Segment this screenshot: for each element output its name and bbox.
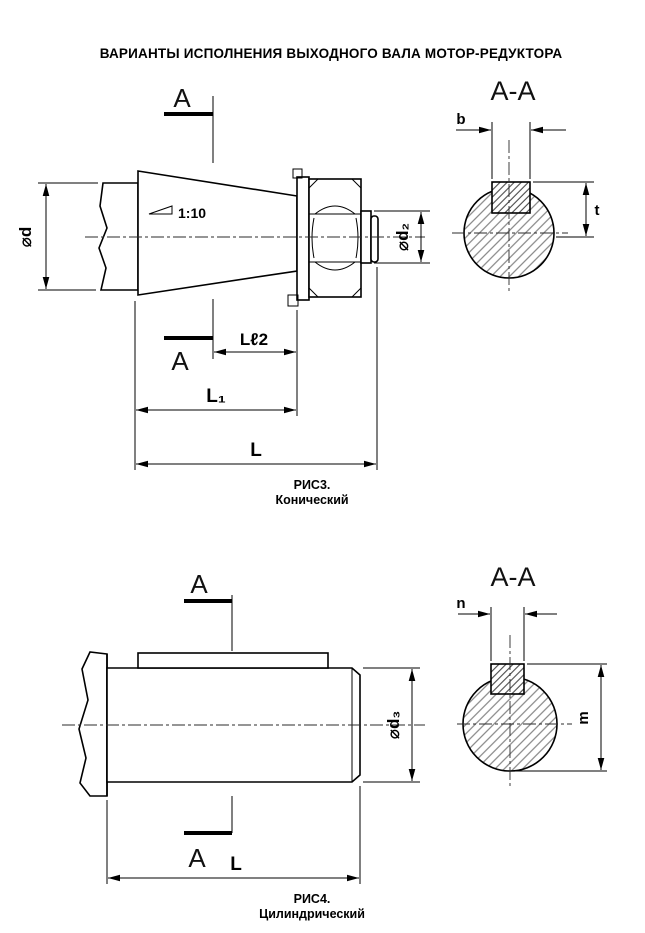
fig3-dim-l: L: [136, 267, 378, 470]
fig3-dim-b-label: b: [456, 111, 465, 128]
fig3-section-letter-top: A: [173, 83, 191, 113]
fig4-dim-m-label: m: [575, 711, 592, 724]
fig3-section-view: A-A b t: [452, 76, 600, 293]
fig3-taper-label: 1:10: [178, 205, 206, 221]
fig4-section-title: A-A: [490, 562, 535, 592]
fig4-section-letter-top: A: [190, 569, 208, 599]
fig3-hex-nut: [308, 178, 362, 298]
fig3-dim-lt2-label: Lℓ2: [240, 330, 268, 349]
fig3-shaft-break-stub: [98, 182, 139, 291]
fig3-dim-t: t: [533, 181, 600, 238]
fig3-dim-d2-label: ⌀d₂: [393, 223, 412, 251]
fig3-dim-t-label: t: [595, 202, 600, 219]
fig3-dim-b: b: [456, 111, 566, 179]
fig3-cone-outline: [137, 170, 298, 296]
fig3-caption-name: Конический: [275, 493, 348, 507]
fig4-section-mark-top: A: [184, 569, 233, 651]
fig4-dim-l-label: L: [230, 854, 242, 875]
fig4-section-view: A-A n m: [456, 562, 607, 788]
fig4-dim-m: m: [513, 663, 607, 772]
fig4-caption-name: Цилиндрический: [259, 907, 365, 921]
fig3-side-view: 1:10: [16, 83, 430, 507]
fig4-shaft-break-stub: [78, 651, 108, 797]
fig4-caption-number: РИС4.: [294, 892, 331, 906]
fig3-taper-symbol: [148, 205, 173, 215]
fig3-dim-l1-label: L₁: [206, 386, 226, 407]
fig4-keyway-section: [490, 663, 525, 695]
fig3-section-mark-bottom: A: [164, 299, 214, 376]
fig4-dim-n-label: n: [456, 595, 465, 612]
fig3-dim-d: ⌀d: [16, 182, 98, 291]
fig3-keyway-section: [491, 181, 531, 214]
fig3-dim-d2: ⌀d₂: [374, 210, 430, 264]
fig4-dim-d3-label: ⌀d₃: [384, 711, 403, 739]
fig3-caption-number: РИС3.: [294, 478, 331, 492]
fig4-dim-d3: ⌀d₃: [363, 667, 420, 783]
fig3-section-mark-top: A: [164, 83, 214, 163]
fig4-dim-n: n: [456, 595, 557, 661]
fig3-dim-l-label: L: [250, 440, 262, 461]
fig4-section-mark-bottom: A: [184, 796, 233, 873]
fig4-keyway-top-view: [137, 652, 329, 669]
fig3-dim-d-label: ⌀d: [16, 227, 35, 248]
fig3-section-letter-bottom: A: [171, 346, 189, 376]
fig3-dim-l1: L₁: [134, 301, 296, 470]
fig4-section-letter-bottom: A: [188, 843, 206, 873]
fig3-dim-lt2: Lℓ2: [214, 310, 298, 416]
fig4-side-view: A A ⌀d₃ L РИС4. Цилиндрический: [62, 569, 425, 921]
fig3-section-title: A-A: [490, 76, 535, 106]
fig4-dim-l: L: [106, 786, 361, 884]
page-title: ВАРИАНТЫ ИСПОЛНЕНИЯ ВЫХОДНОГО ВАЛА МОТОР…: [100, 46, 563, 61]
